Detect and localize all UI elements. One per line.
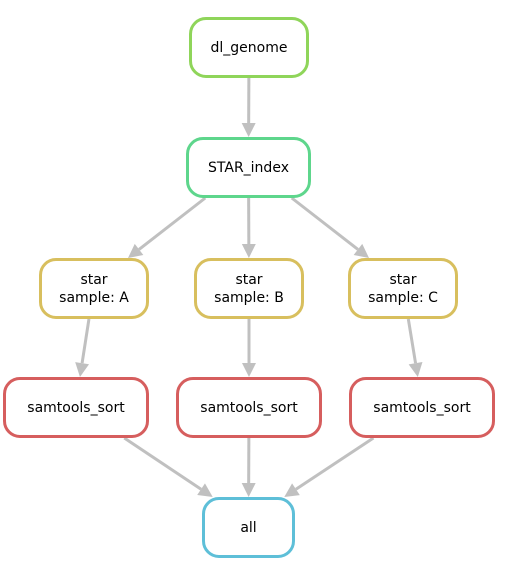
arrowhead-star_b-to-sort_b <box>242 363 256 377</box>
node-star-sample-b[interactable]: star sample: B <box>194 258 304 319</box>
node-star-sample-a[interactable]: star sample: A <box>39 258 149 319</box>
arrowhead-star_c-to-sort_c <box>409 362 423 377</box>
node-wildcard: sample: B <box>214 289 284 307</box>
node-all[interactable]: all <box>202 497 295 558</box>
node-label: samtools_sort <box>373 399 470 417</box>
arrowhead-star_a-to-sort_a <box>75 362 89 377</box>
node-label: star <box>235 271 262 289</box>
arrowhead-sort_b-to-all <box>242 483 256 497</box>
node-samtools-sort-c[interactable]: samtools_sort <box>349 377 495 438</box>
node-label: samtools_sort <box>27 399 124 417</box>
edge-star_a-to-sort_a <box>82 319 89 363</box>
node-wildcard: sample: C <box>368 289 438 307</box>
node-star-sample-c[interactable]: star sample: C <box>348 258 458 319</box>
edge-sort_a-to-all <box>124 438 201 489</box>
node-label: star <box>80 271 107 289</box>
arrowhead-star_index-to-star_b <box>242 244 256 258</box>
edge-sort_c-to-all <box>296 438 373 489</box>
node-star-index[interactable]: STAR_index <box>186 137 311 198</box>
arrowhead-sort_a-to-all <box>197 483 213 497</box>
arrowhead-dl_genome-to-star_index <box>242 123 256 137</box>
edge-star_index-to-star_a <box>139 198 205 249</box>
edge-star_index-to-star_c <box>292 198 358 249</box>
node-dl-genome[interactable]: dl_genome <box>189 17 309 78</box>
node-wildcard: sample: A <box>59 289 129 307</box>
node-label: all <box>240 519 256 537</box>
node-samtools-sort-b[interactable]: samtools_sort <box>176 377 322 438</box>
edge-star_c-to-sort_c <box>408 319 415 363</box>
arrowhead-sort_c-to-all <box>284 483 300 497</box>
node-label: dl_genome <box>211 39 288 57</box>
node-label: samtools_sort <box>200 399 297 417</box>
node-samtools-sort-a[interactable]: samtools_sort <box>3 377 149 438</box>
node-label: STAR_index <box>208 159 289 177</box>
node-label: star <box>389 271 416 289</box>
